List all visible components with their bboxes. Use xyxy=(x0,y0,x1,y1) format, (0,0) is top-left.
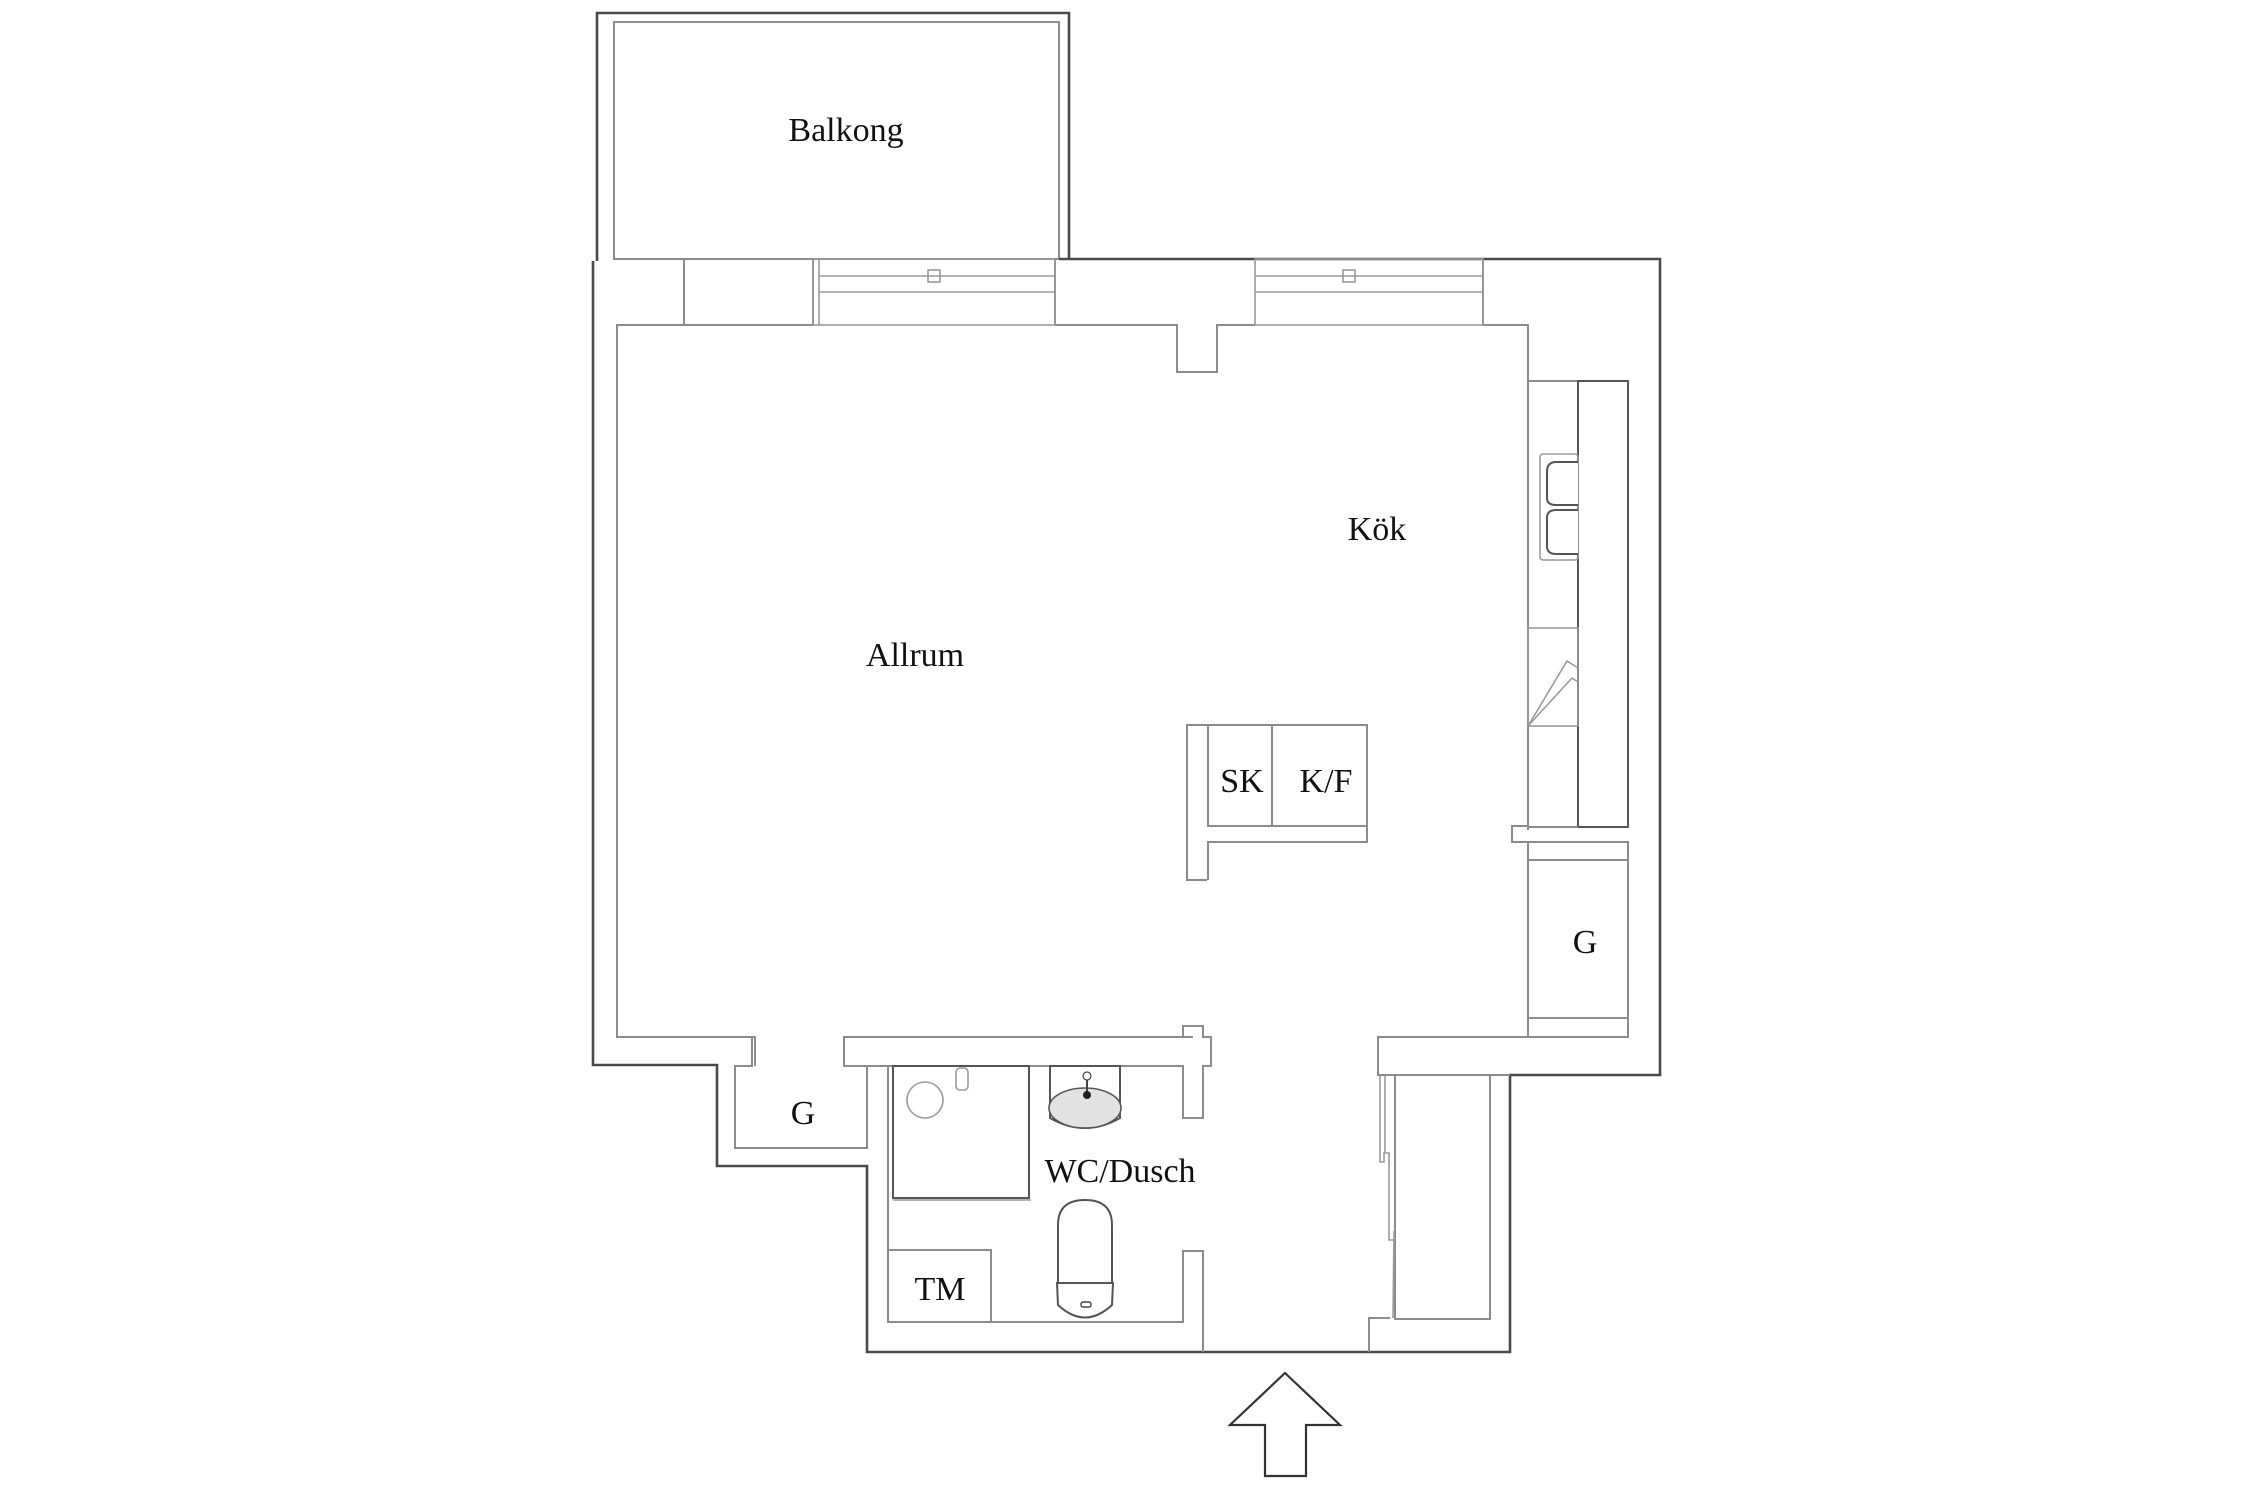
label-wc-dusch: WC/Dusch xyxy=(1044,1153,1196,1190)
closet-left xyxy=(617,1036,1193,1149)
entrance-arrow-icon xyxy=(1227,1371,1343,1478)
label-balkong: Balkong xyxy=(788,112,904,149)
closet-right xyxy=(1527,841,1629,1038)
shower-icon xyxy=(892,1065,1031,1201)
kitchen-fixtures xyxy=(1511,380,1629,1038)
window-right xyxy=(1254,258,1484,326)
outer-wall xyxy=(591,257,1662,1354)
sk-kf-cabinets xyxy=(1186,724,1368,881)
label-tm: TM xyxy=(914,1271,966,1308)
label-g-right: G xyxy=(1572,924,1598,961)
label-g-left: G xyxy=(790,1095,816,1132)
toilet-icon xyxy=(1055,1198,1115,1319)
stove-icon xyxy=(1527,627,1579,727)
double-sink-icon xyxy=(1539,453,1579,561)
hall-wardrobe xyxy=(1368,1074,1491,1352)
label-allrum: Allrum xyxy=(865,637,965,674)
label-sk: SK xyxy=(1220,763,1264,800)
bathroom-walls xyxy=(844,1025,1212,1352)
label-kok: Kök xyxy=(1347,511,1407,548)
window-left xyxy=(812,258,1056,326)
tm-box xyxy=(887,1249,992,1323)
washbasin-icon xyxy=(1048,1065,1122,1129)
label-kf: K/F xyxy=(1299,763,1353,800)
inner-walls xyxy=(616,258,1529,1076)
